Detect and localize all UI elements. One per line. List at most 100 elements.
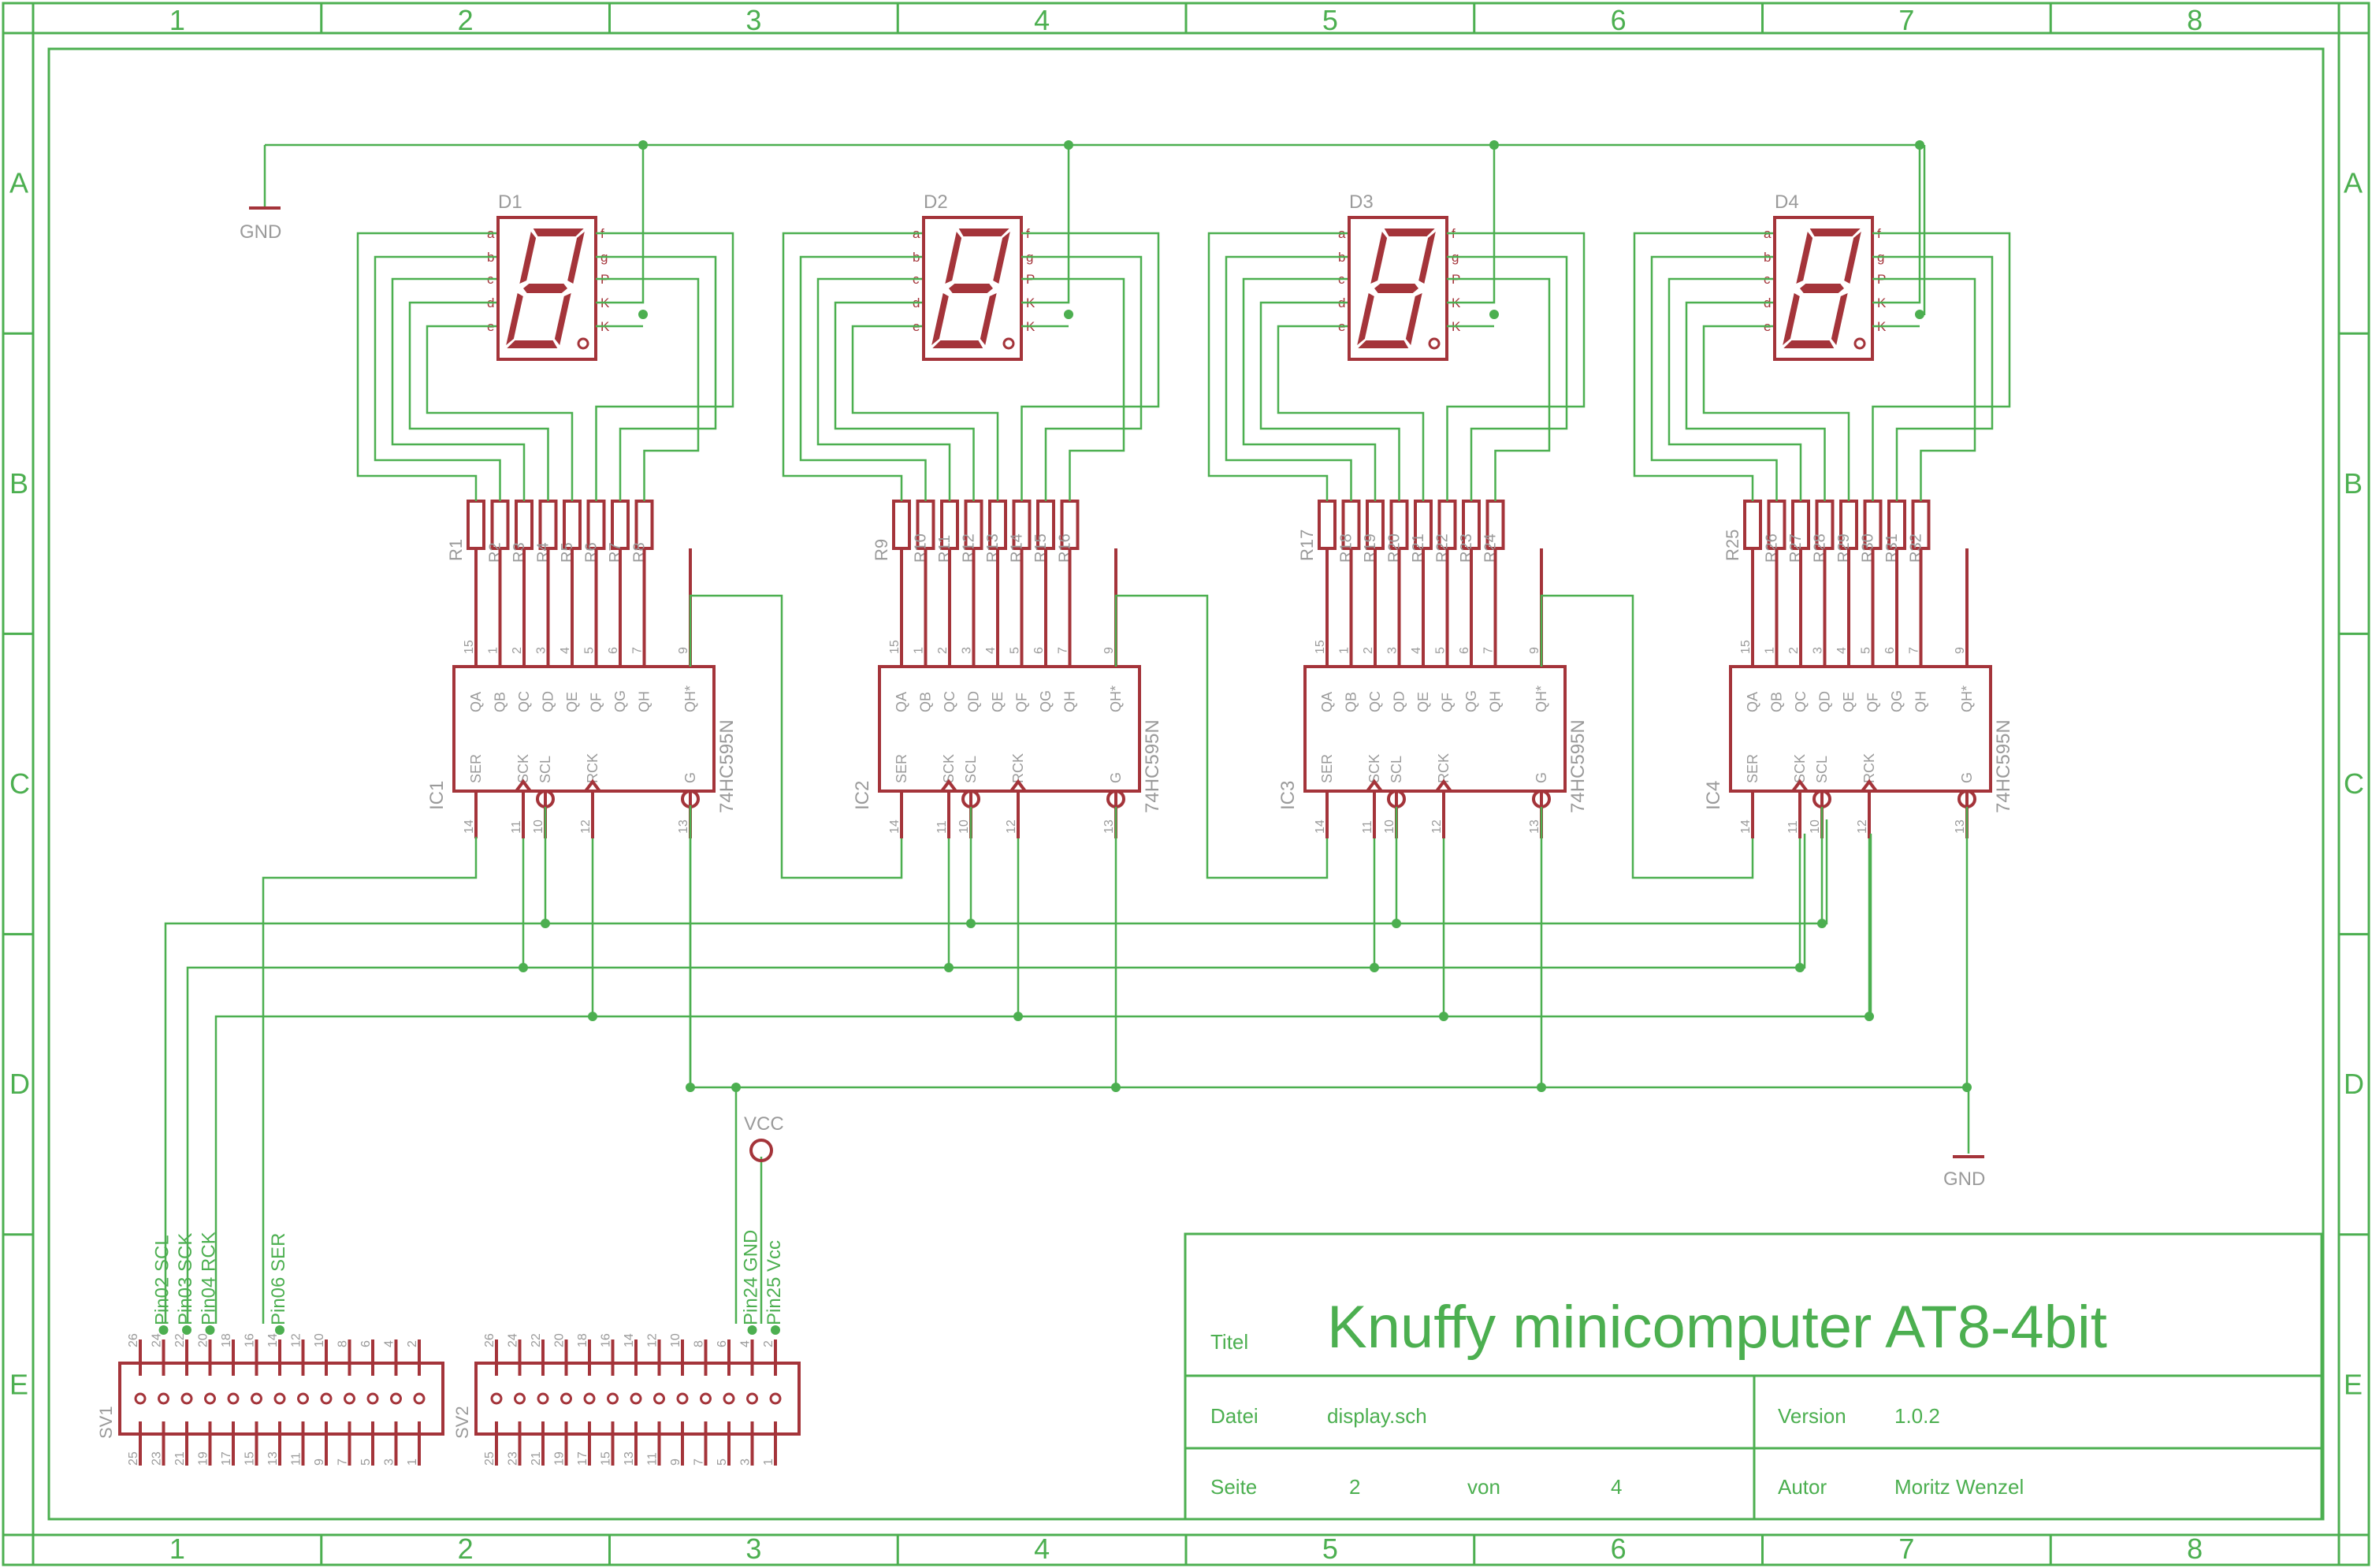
segment-wire bbox=[851, 325, 999, 501]
ic-pin-name: SER bbox=[894, 754, 909, 783]
cascade-wire bbox=[1114, 594, 1329, 879]
header-pad bbox=[204, 1392, 216, 1405]
header-pin-number: 3 bbox=[739, 1458, 753, 1466]
page-label: Seite bbox=[1210, 1475, 1257, 1499]
segment-wire bbox=[1277, 325, 1425, 501]
decimal-point bbox=[1428, 337, 1441, 350]
ic-pin-name: G bbox=[682, 772, 698, 783]
ic-pin-number: 15 bbox=[463, 640, 476, 654]
cascade-wire bbox=[1540, 594, 1754, 879]
ic-pin-name: RCK bbox=[1010, 753, 1026, 783]
header-pin-number: 11 bbox=[646, 1452, 660, 1466]
clock-marker bbox=[1008, 778, 1028, 793]
resistor bbox=[515, 500, 534, 550]
ic-pin-name: RCK bbox=[1861, 753, 1877, 783]
led-segment bbox=[507, 340, 558, 348]
title-label: Titel bbox=[1210, 1330, 1248, 1354]
ic-pin-name: QA bbox=[894, 692, 909, 712]
junction-dot bbox=[205, 1325, 215, 1335]
ic-pin-number: 12 bbox=[1856, 819, 1869, 834]
led-segment bbox=[554, 293, 571, 345]
header-pin-number: 24 bbox=[151, 1333, 164, 1347]
cathode-wire bbox=[1447, 143, 1496, 304]
segment-wire bbox=[1447, 255, 1568, 501]
header-pin-number: 25 bbox=[127, 1451, 140, 1466]
ic-part-name: 74HC595N bbox=[1567, 719, 1589, 813]
ic-pin-number: 4 bbox=[559, 647, 572, 654]
ic-pin-name: QH* bbox=[1959, 686, 1975, 712]
header-pin-number: 12 bbox=[290, 1333, 303, 1347]
header-ref: SV1 bbox=[96, 1406, 116, 1439]
display-ref: D3 bbox=[1349, 191, 1374, 213]
ic-pin-number: 2 bbox=[1787, 647, 1801, 654]
ic-pin-number: 14 bbox=[463, 819, 476, 834]
header-pad bbox=[180, 1392, 193, 1405]
header-pad bbox=[297, 1392, 309, 1405]
led-segment bbox=[523, 284, 567, 293]
clock-marker bbox=[1859, 778, 1879, 793]
decimal-point bbox=[1853, 337, 1866, 350]
header-pin-number: 8 bbox=[336, 1340, 350, 1347]
header-pad bbox=[700, 1392, 712, 1405]
header-pin-number: 19 bbox=[197, 1451, 210, 1466]
segment-wire bbox=[596, 255, 717, 501]
column-marker-bottom: 5 bbox=[1322, 1533, 1338, 1565]
segment-wire bbox=[1259, 301, 1400, 501]
ic-pin-name: QF bbox=[589, 693, 604, 712]
header-pad bbox=[273, 1392, 286, 1405]
ic-ref: IC2 bbox=[852, 781, 873, 810]
ic-pin-name: QH* bbox=[682, 686, 698, 712]
ic-pin-number: 9 bbox=[677, 647, 690, 654]
ic-pin-number: 14 bbox=[888, 819, 902, 834]
header-pin-number: 17 bbox=[576, 1451, 589, 1466]
ic-pin-number: 9 bbox=[1954, 647, 1967, 654]
header-pad bbox=[583, 1392, 596, 1405]
shift-register-74hc595 bbox=[1303, 665, 1567, 793]
ic-pin-name: QA bbox=[468, 692, 484, 712]
ic-pin-name: QC bbox=[1793, 691, 1809, 712]
segment-wire bbox=[1021, 232, 1160, 501]
header-pin-number: 13 bbox=[266, 1451, 280, 1466]
ic-pin-number: 12 bbox=[1005, 819, 1018, 834]
junction-dot bbox=[182, 1325, 191, 1335]
row-marker-right: C bbox=[2344, 767, 2364, 800]
ic-pin-number: 3 bbox=[961, 647, 974, 654]
column-marker-bottom: 6 bbox=[1611, 1533, 1627, 1565]
header-pin-number: 22 bbox=[530, 1333, 543, 1347]
led-segment bbox=[980, 293, 997, 345]
ic-pin-number: 6 bbox=[607, 647, 620, 654]
display-ref: D2 bbox=[924, 191, 948, 213]
segment-wire bbox=[408, 301, 549, 501]
ic-pin-number: 5 bbox=[1434, 647, 1448, 654]
header-pin-number: 4 bbox=[739, 1340, 753, 1347]
header-pin-number: 10 bbox=[313, 1333, 326, 1347]
ic-pin-number: 7 bbox=[631, 647, 645, 654]
segment-wire bbox=[1207, 232, 1348, 501]
ic-pin-number: 2 bbox=[936, 647, 950, 654]
header-pin-number: 7 bbox=[693, 1458, 706, 1466]
junction-dot bbox=[1489, 140, 1499, 150]
ic-pin-number: 13 bbox=[677, 819, 690, 834]
shift-register-74hc595 bbox=[1729, 665, 1992, 793]
resistor bbox=[586, 500, 606, 550]
ic-pin-name: QE bbox=[990, 692, 1006, 712]
net-label: Pin02 SCL bbox=[152, 1235, 173, 1325]
decimal-point bbox=[577, 337, 589, 350]
header-pad bbox=[413, 1392, 426, 1405]
segment-wire bbox=[1872, 255, 1994, 501]
column-marker-bottom: 4 bbox=[1034, 1533, 1050, 1565]
ic-pin-number: 13 bbox=[1102, 819, 1116, 834]
segment-wire bbox=[1702, 325, 1850, 501]
segment-wire bbox=[391, 277, 526, 501]
cascade-wire bbox=[689, 594, 903, 879]
ic-pin-name: QH bbox=[1488, 691, 1504, 712]
resistor bbox=[538, 500, 558, 550]
ic-pin-name: QC bbox=[516, 691, 532, 712]
column-marker-bottom: 3 bbox=[745, 1533, 761, 1565]
ic-pin-number: 15 bbox=[1739, 640, 1753, 654]
resistor-ref: R1 bbox=[446, 539, 466, 561]
ic-pin-number: 1 bbox=[1338, 647, 1351, 654]
row-marker-right: B bbox=[2344, 467, 2363, 500]
